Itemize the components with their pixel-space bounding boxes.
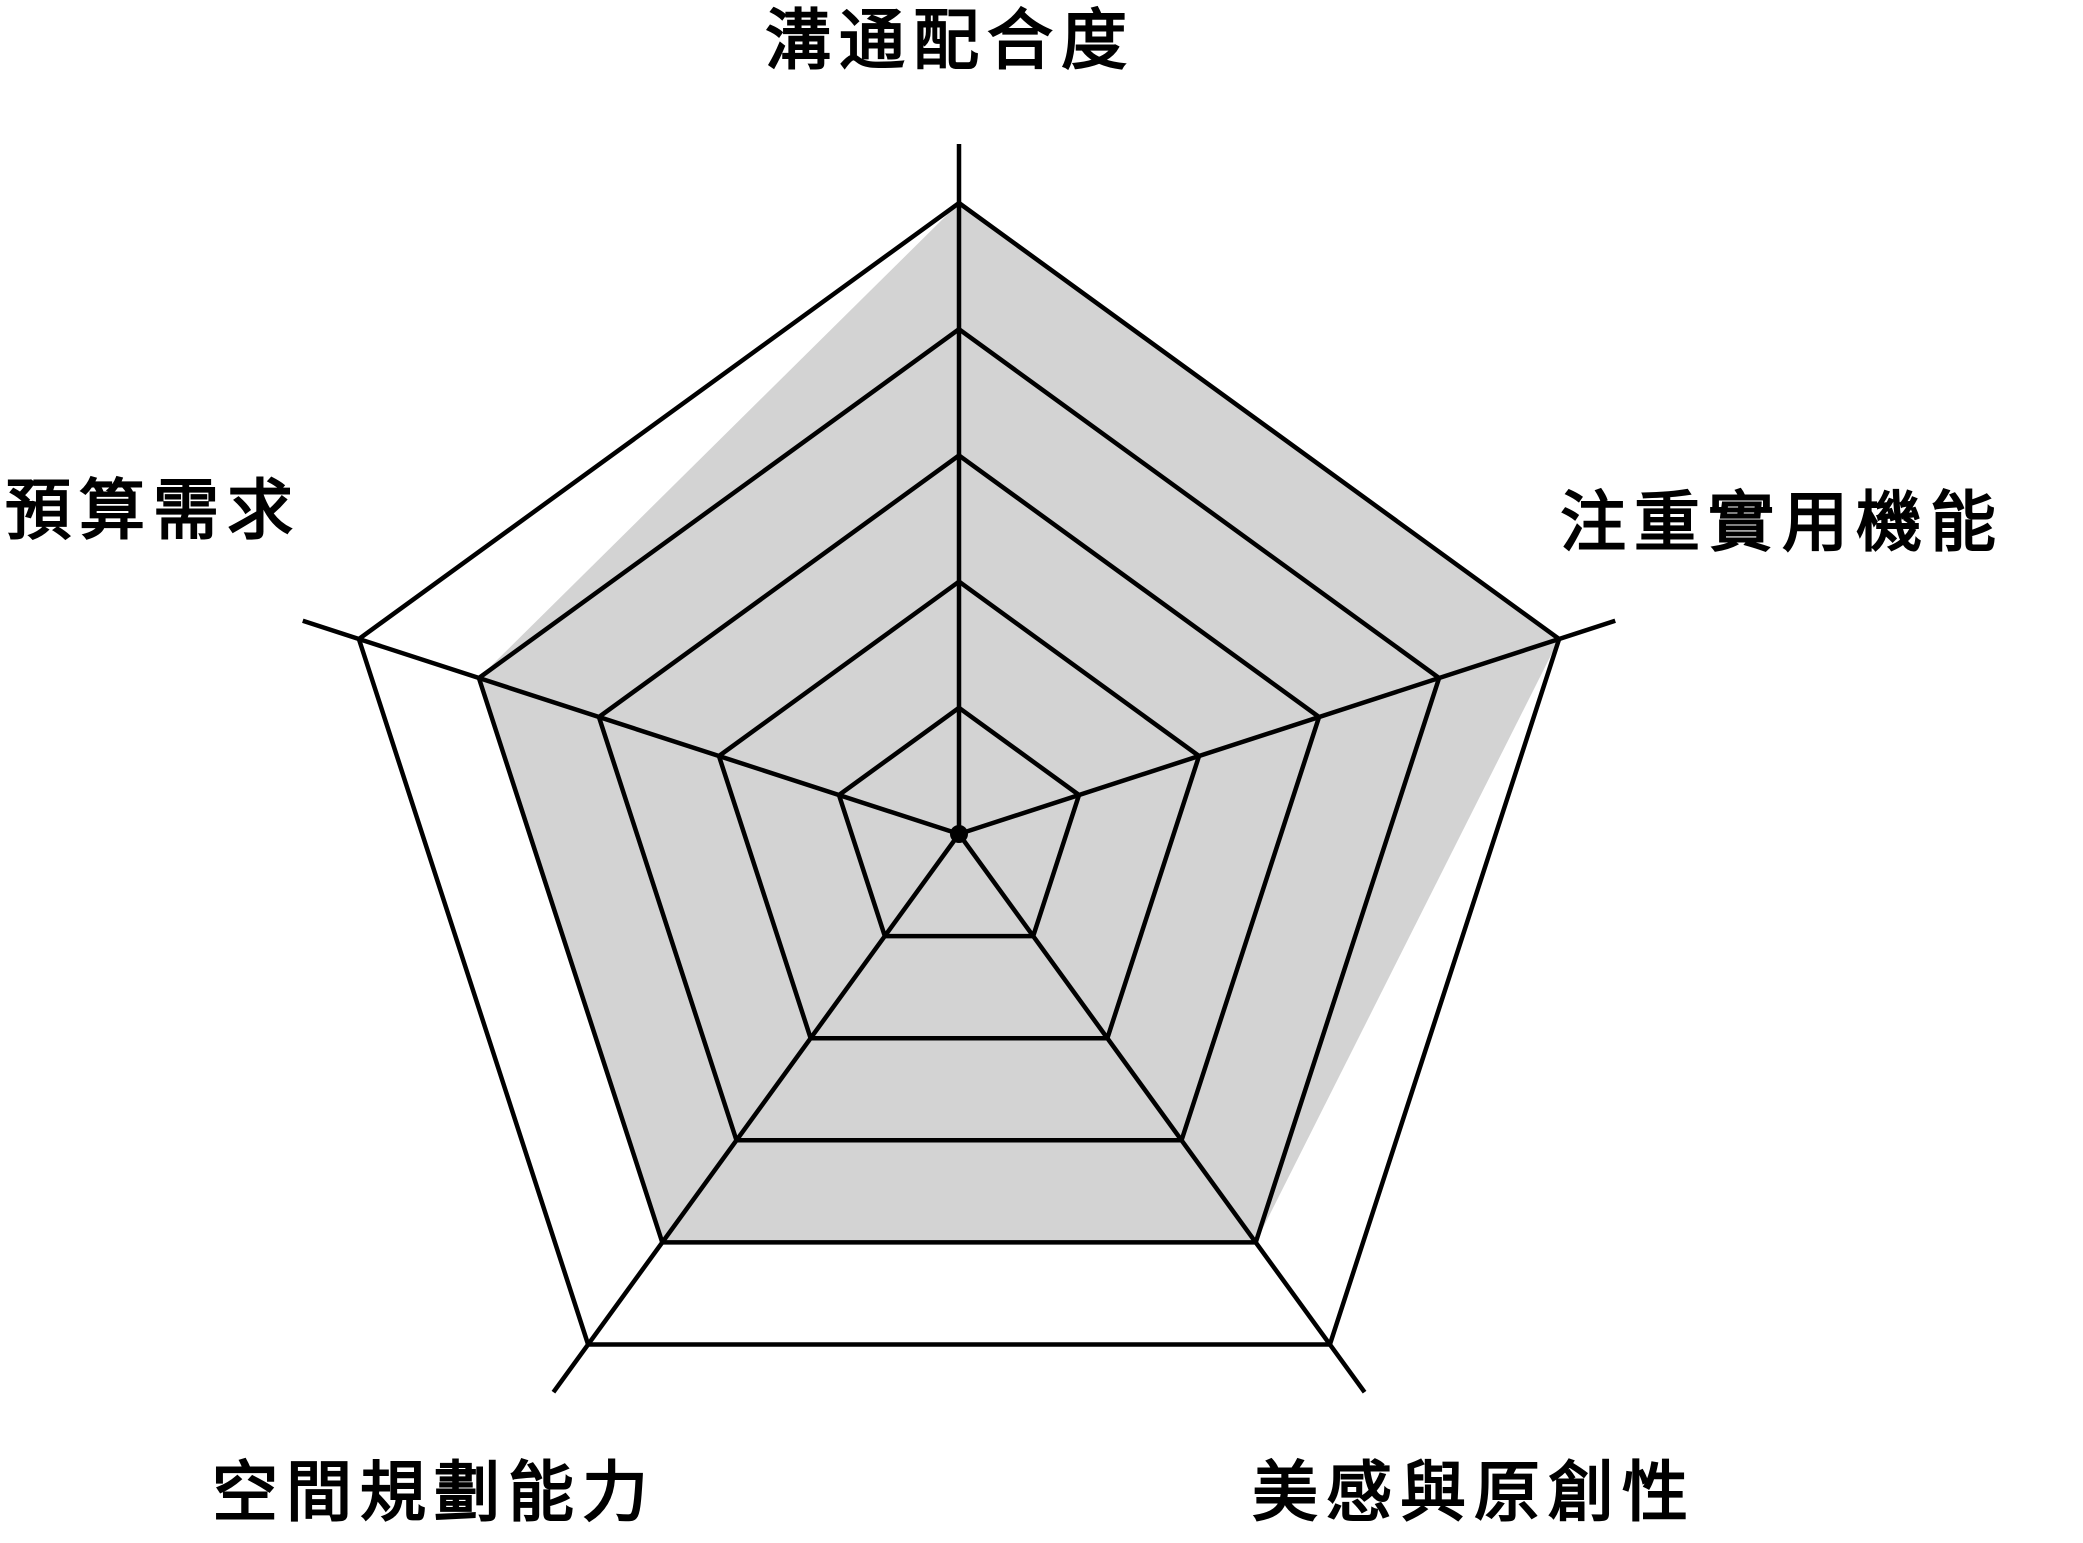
axis-spoke	[551, 832, 961, 1394]
center-point	[950, 825, 968, 843]
grid-ring	[836, 705, 1082, 939]
axis-label-practical-function: 注重實用機能	[1560, 484, 2004, 561]
axis-label-aesthetics-originality: 美感與原創性	[1252, 1454, 1696, 1531]
grid-rings	[356, 200, 1562, 1347]
axis-label-communication: 溝通配合度	[765, 2, 1135, 79]
grid-ring	[476, 326, 1442, 1245]
grid-ring	[596, 452, 1322, 1143]
axis-spoke	[957, 832, 1367, 1394]
grid-ring	[716, 578, 1202, 1041]
data-polygon	[478, 203, 1560, 1243]
axis-label-budget: 預算需求	[5, 472, 301, 549]
grid-ring	[356, 200, 1562, 1347]
axis-label-space-planning: 空間規劃能力	[212, 1454, 656, 1531]
axis-spokes	[302, 144, 1616, 1394]
axis-spoke	[302, 618, 960, 837]
axis-spoke	[958, 618, 1616, 837]
